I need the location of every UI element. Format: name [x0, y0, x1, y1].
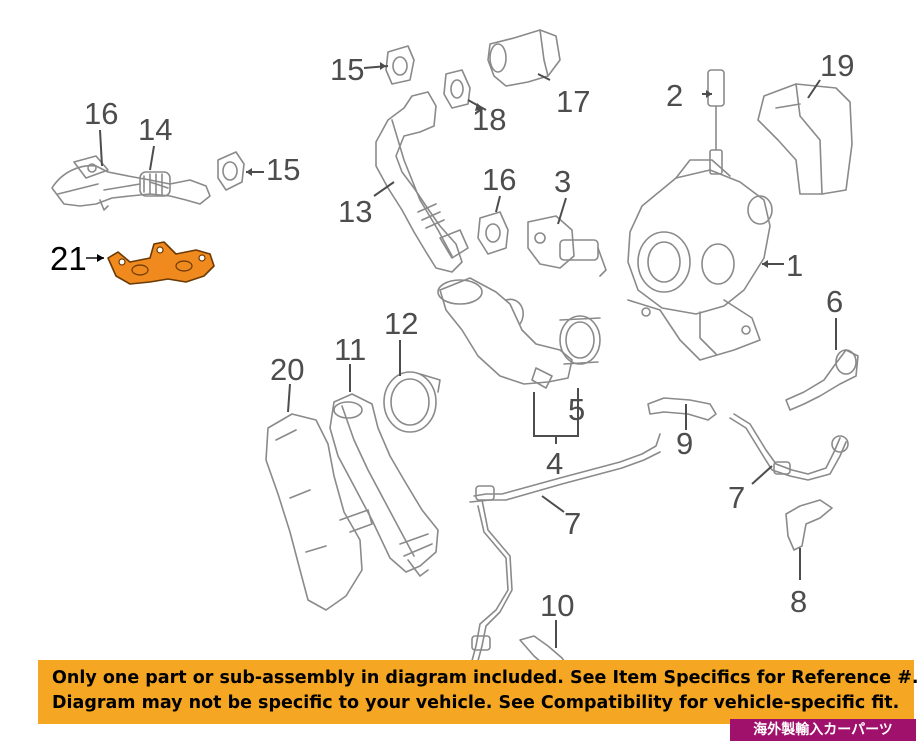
- callout-19: 19: [820, 48, 854, 83]
- callout-15-left: 15: [266, 152, 300, 187]
- part-3-sensor-valve[interactable]: [527, 215, 607, 277]
- part-17-elbow[interactable]: [487, 29, 561, 87]
- callout-7-left: 7: [564, 506, 581, 541]
- callout-21: 21: [50, 240, 87, 277]
- part-4-intake-tube[interactable]: [437, 277, 573, 389]
- callout-14: 14: [138, 112, 172, 147]
- seller-badge: 海外製輸入カーパーツ: [730, 719, 916, 741]
- callout-4: 4: [546, 446, 563, 481]
- callout-10: 10: [540, 588, 574, 623]
- part-19-heat-shield[interactable]: [757, 83, 853, 195]
- disclaimer-line-2: Diagram may not be specific to your vehi…: [52, 693, 900, 713]
- part-11-duct[interactable]: [329, 393, 439, 577]
- part-20-duct[interactable]: [265, 413, 373, 611]
- callout-16-center: 16: [482, 162, 516, 197]
- part-7-line-left[interactable]: [469, 433, 661, 669]
- callout-8: 8: [790, 584, 807, 619]
- disclaimer-banner: Only one part or sub-assembly in diagram…: [38, 660, 919, 724]
- part-9-hose[interactable]: [647, 397, 717, 421]
- callout-18: 18: [472, 102, 506, 137]
- part-7-line-right[interactable]: [729, 413, 849, 481]
- part-1-turbocharger[interactable]: [627, 159, 773, 361]
- callout-5: 5: [568, 392, 585, 427]
- callouts: 15 18 17 2 19 16 14 15 13 16 3 1 6 5 4 9…: [50, 48, 854, 623]
- part-6-hose[interactable]: [785, 349, 859, 411]
- callout-12: 12: [384, 306, 418, 341]
- callout-7-right: 7: [728, 480, 745, 515]
- callout-15-top: 15: [330, 52, 364, 87]
- part-8-hose[interactable]: [785, 499, 833, 551]
- callout-13: 13: [338, 194, 372, 229]
- part-2-sensor[interactable]: [707, 69, 725, 175]
- part-18-gasket[interactable]: [443, 69, 471, 109]
- callout-11: 11: [334, 332, 366, 367]
- callout-2: 2: [666, 78, 683, 113]
- disclaimer-line-1: Only one part or sub-assembly in diagram…: [52, 668, 919, 688]
- callout-3: 3: [554, 164, 571, 199]
- part-16-gasket-center[interactable]: [477, 211, 509, 255]
- part-5-clamp[interactable]: [559, 315, 601, 365]
- part-12-clamp[interactable]: [383, 371, 441, 433]
- part-15-gasket-top[interactable]: [385, 45, 415, 85]
- callout-17: 17: [556, 84, 590, 119]
- callout-16-left: 16: [84, 96, 118, 131]
- callout-1: 1: [786, 248, 803, 283]
- callout-20: 20: [270, 352, 304, 387]
- part-15-gasket-left[interactable]: [217, 151, 245, 191]
- callout-6: 6: [826, 284, 843, 319]
- callout-9: 9: [676, 426, 693, 461]
- part-14-egr-pipe[interactable]: [51, 155, 211, 211]
- part-13-pipe[interactable]: [375, 91, 469, 273]
- part-21-gasket[interactable]: [107, 241, 215, 285]
- leaders: [86, 62, 837, 648]
